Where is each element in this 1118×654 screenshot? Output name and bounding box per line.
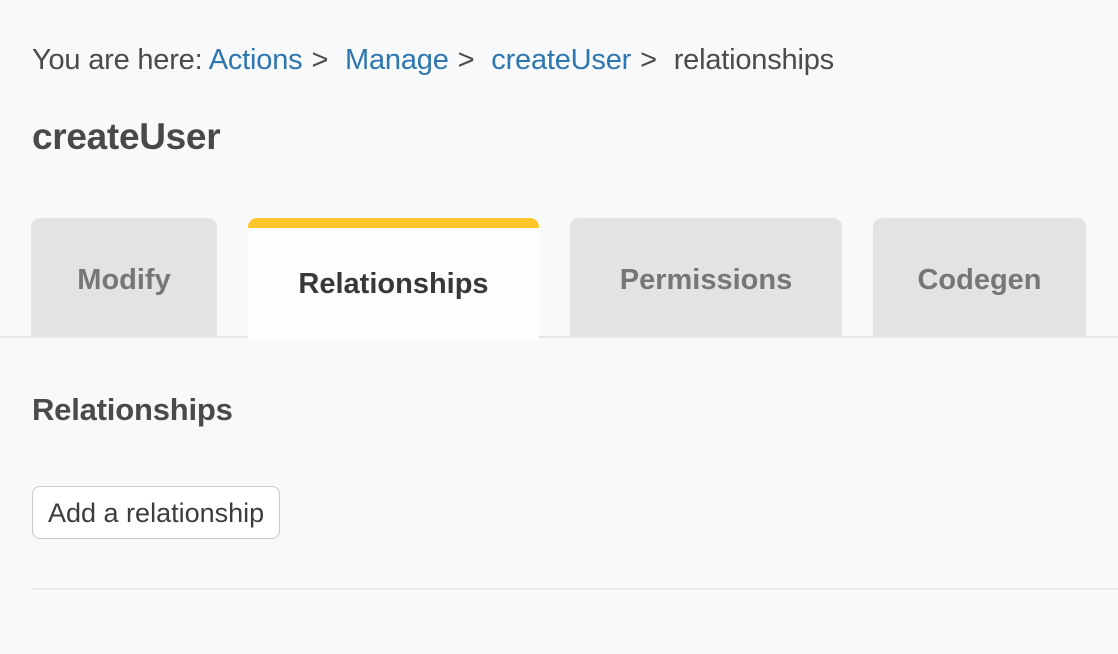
add-relationship-button[interactable]: Add a relationship [32,486,281,539]
tab-relationships-label: Relationships [298,268,489,300]
tab-modify[interactable]: Modify [31,218,217,336]
section-title: Relationships [32,392,233,427]
breadcrumb-current: relationships [673,44,834,76]
breadcrumb: You are here: Actions> Manage> createUse… [32,44,1118,77]
breadcrumb-separator: > [457,44,475,76]
tab-relationships[interactable]: Relationships [248,218,539,341]
tab-modify-label: Modify [77,263,171,296]
tab-permissions[interactable]: Permissions [570,218,842,336]
page-title: createUser [32,116,221,157]
breadcrumb-link-actions[interactable]: Actions [208,44,303,76]
tab-bar: Modify Relationships Permissions Codegen [0,218,1118,341]
breadcrumb-link-createuser[interactable]: createUser [491,44,632,76]
breadcrumb-prefix: You are here: [32,44,203,76]
tab-permissions-label: Permissions [619,263,793,296]
breadcrumb-separator: > [311,44,329,76]
tab-codegen-label: Codegen [917,263,1042,296]
content-divider [31,588,1118,590]
breadcrumb-link-manage[interactable]: Manage [345,44,449,76]
breadcrumb-separator: > [640,44,657,76]
relationships-panel: Relationships Add a relationship [0,392,1118,539]
tab-codegen[interactable]: Codegen [873,218,1086,336]
